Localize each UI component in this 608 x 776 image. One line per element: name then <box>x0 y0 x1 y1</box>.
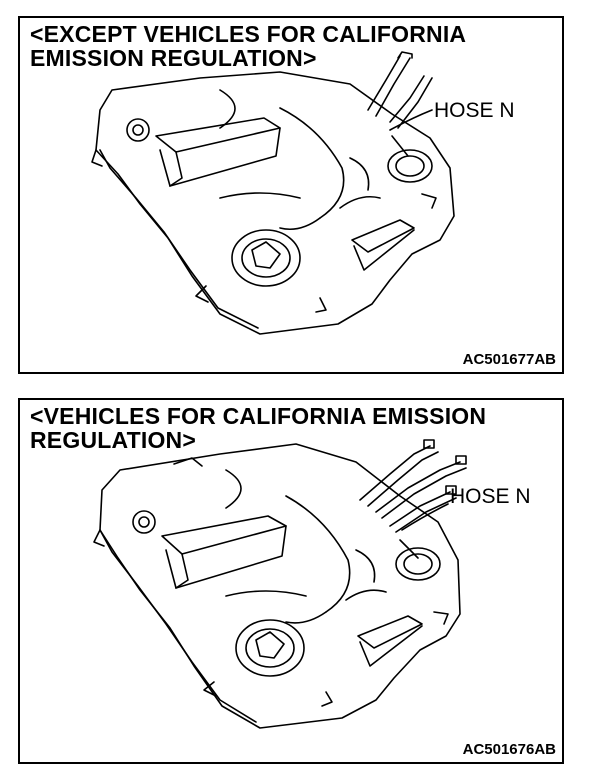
figure-title: <VEHICLES FOR CALIFORNIA EMISSION REGULA… <box>30 403 487 453</box>
figure-code: AC501677AB <box>462 351 556 368</box>
figure-title: <EXCEPT VEHICLES FOR CALIFORNIA EMISSION… <box>30 21 467 71</box>
fuel-tank-drawing <box>91 51 455 335</box>
figure-code: AC501676AB <box>462 741 556 758</box>
hose-n-label: HOSE N <box>450 485 531 508</box>
fuel-tank-drawing <box>93 439 467 729</box>
hose-n-label: HOSE N <box>434 99 515 122</box>
figure-panel-except-california: <EXCEPT VEHICLES FOR CALIFORNIA EMISSION… <box>18 16 564 374</box>
figure-panel-california: <VEHICLES FOR CALIFORNIA EMISSION REGULA… <box>18 398 564 764</box>
